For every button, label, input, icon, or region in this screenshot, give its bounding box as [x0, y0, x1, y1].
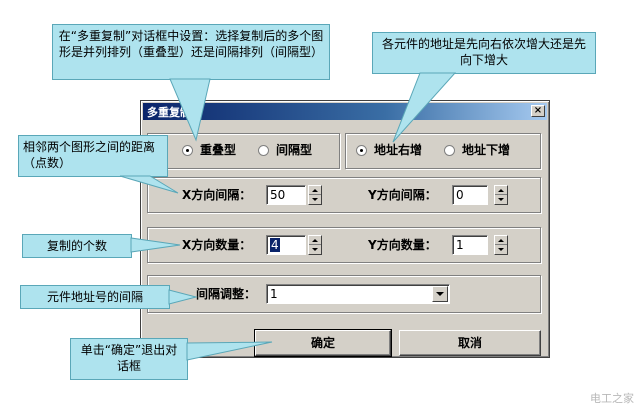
callout-count: 复制的个数	[22, 234, 132, 258]
radio-address-down[interactable]	[444, 145, 455, 156]
adjust-select[interactable]: 1	[266, 284, 450, 304]
radio-address-right-label[interactable]: 地址右增	[374, 143, 423, 157]
radio-interval-label[interactable]: 间隔型	[276, 143, 313, 157]
arrangement-group: 重叠型 间隔型	[147, 133, 340, 169]
address-order-group: 地址右增 地址下增	[345, 133, 541, 169]
y-spacing-label: Y方向间隔：	[368, 188, 437, 202]
y-count-label: Y方向数量：	[368, 238, 437, 252]
radio-overlap[interactable]	[182, 145, 193, 156]
spacing-group: X方向间隔： 50 Y方向间隔： 0	[147, 177, 541, 213]
ok-button[interactable]: 确定	[254, 329, 392, 357]
x-spacing-spinner[interactable]	[308, 185, 322, 205]
callout-address-order: 各元件的地址是先向右依次增大还是先向下增大	[372, 32, 596, 74]
radio-overlap-label[interactable]: 重叠型	[200, 143, 237, 157]
chevron-down-icon[interactable]	[432, 286, 448, 302]
dialog-titlebar[interactable]: 多重复制 ×	[143, 103, 547, 120]
y-spacing-input[interactable]: 0	[452, 185, 488, 205]
adjust-group: 间隔调整： 1	[147, 275, 541, 313]
callout-address-gap: 元件地址号的间隔	[20, 285, 170, 309]
dialog-title: 多重复制	[147, 106, 191, 119]
multi-copy-dialog: 多重复制 × 重叠型 间隔型 地址右增 地址下增 X方向间隔： 50 Y方向间隔…	[140, 100, 550, 358]
callout-spacing: 相邻两个图形之间的距离（点数）	[18, 135, 168, 177]
callout-ok-hint: 单击“确定”退出对话框	[70, 338, 188, 380]
y-count-input[interactable]: 1	[452, 235, 488, 255]
watermark: 电工之家	[590, 392, 634, 405]
radio-interval[interactable]	[258, 145, 269, 156]
adjust-select-value: 1	[270, 287, 278, 301]
close-button[interactable]: ×	[531, 105, 545, 117]
cancel-button[interactable]: 取消	[399, 330, 541, 356]
adjust-label: 间隔调整：	[196, 287, 257, 301]
x-count-input[interactable]: 4	[266, 235, 306, 255]
x-spacing-input[interactable]: 50	[266, 185, 306, 205]
x-spacing-label: X方向间隔：	[182, 188, 252, 202]
y-spacing-spinner[interactable]	[494, 185, 508, 205]
y-count-spinner[interactable]	[494, 235, 508, 255]
radio-address-down-label[interactable]: 地址下增	[462, 143, 511, 157]
radio-address-right[interactable]	[356, 145, 367, 156]
callout-arrangement: 在“多重复制”对话框中设置：选择复制后的多个图形是并列排列（重叠型）还是间隔排列…	[52, 24, 330, 80]
count-group: X方向数量： 4 Y方向数量： 1	[147, 227, 541, 263]
x-count-label: X方向数量：	[182, 238, 252, 252]
x-count-spinner[interactable]	[308, 235, 322, 255]
